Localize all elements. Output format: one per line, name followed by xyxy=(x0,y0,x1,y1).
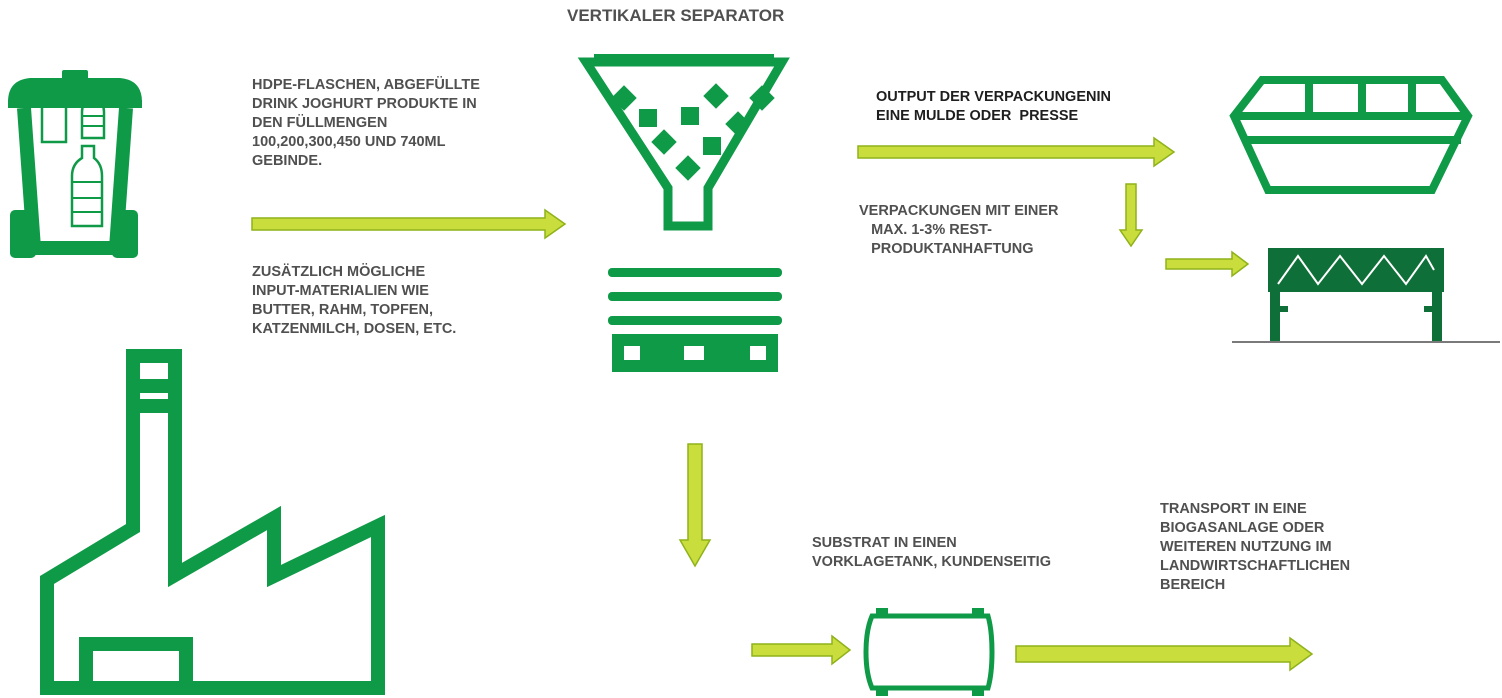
label-line: MAX. 1-3% REST- xyxy=(859,222,992,238)
arrow-tank-to-transport xyxy=(1015,636,1314,672)
skip-container-icon xyxy=(1229,76,1473,194)
label-line: GEBINDE. xyxy=(252,153,323,169)
label-line: OUTPUT DER VERPACKUNGENIN xyxy=(876,89,1111,105)
factory-icon xyxy=(40,349,385,695)
residue-label: VERPACKUNGEN MIT EINER MAX. 1-3% REST- P… xyxy=(859,202,1059,259)
substrate-label: SUBSTRAT IN EINEN VORKLAGETANK, KUNDENSEI… xyxy=(812,534,1051,572)
label-line: EINE MULDE ODER PRESSE xyxy=(876,108,1079,124)
funnel-separator-icon xyxy=(577,54,790,231)
label-line: ZUSÄTZLICH MÖGLICHE xyxy=(252,264,426,280)
label-line: VERPACKUNGEN MIT EINER xyxy=(859,203,1059,219)
label-line: WEITEREN NUTZUNG IM xyxy=(1160,539,1332,555)
arrow-to-conveyor xyxy=(1165,250,1250,278)
label-line: LANDWIRTSCHAFTLICHEN xyxy=(1160,558,1351,574)
label-line: VORKLAGETANK, KUNDENSEITIG xyxy=(812,554,1051,570)
separator-title: VERTIKALER SEPARATOR xyxy=(567,6,785,25)
arrow-to-tank xyxy=(751,634,852,666)
output-packaging-label: OUTPUT DER VERPACKUNGENIN EINE MULDE ODER… xyxy=(876,88,1111,126)
label-line: PRODUKTANHAFTUNG xyxy=(859,241,1034,257)
label-line: 100,200,300,450 UND 740ML xyxy=(252,134,446,150)
label-line: KATZENMILCH, DOSEN, ETC. xyxy=(252,321,457,337)
tank-icon xyxy=(863,608,995,696)
arrow-separator-to-container xyxy=(857,136,1176,168)
arrow-separator-down xyxy=(678,443,712,568)
label-line: HDPE-FLASCHEN, ABGEFÜLLTE xyxy=(252,77,480,93)
label-line: BEREICH xyxy=(1160,577,1226,593)
label-line: DRINK JOGHURT PRODUKTE IN xyxy=(252,96,477,112)
label-line: SUBSTRAT IN EINEN xyxy=(812,535,957,551)
label-line: DEN FÜLLMENGEN xyxy=(252,115,388,131)
arrow-container-down xyxy=(1118,183,1144,248)
input-bottles-label: HDPE-FLASCHEN, ABGEFÜLLTE DRINK JOGHURT P… xyxy=(252,76,480,171)
input-extra-label: ZUSÄTZLICH MÖGLICHE INPUT-MATERIALIEN WIE… xyxy=(252,263,456,339)
conveyor-press-icon xyxy=(1232,248,1500,343)
label-line: BIOGASANLAGE ODER xyxy=(1160,520,1325,536)
separator-base-icon xyxy=(608,268,782,372)
label-line: BUTTER, RAHM, TOPFEN, xyxy=(252,302,433,318)
waste-bin-icon xyxy=(8,70,142,258)
label-line: TRANSPORT IN EINE xyxy=(1160,501,1307,517)
label-line: INPUT-MATERIALIEN WIE xyxy=(252,283,429,299)
transport-label: TRANSPORT IN EINE BIOGASANLAGE ODER WEITER… xyxy=(1160,500,1350,595)
arrow-input-to-separator xyxy=(251,208,567,240)
